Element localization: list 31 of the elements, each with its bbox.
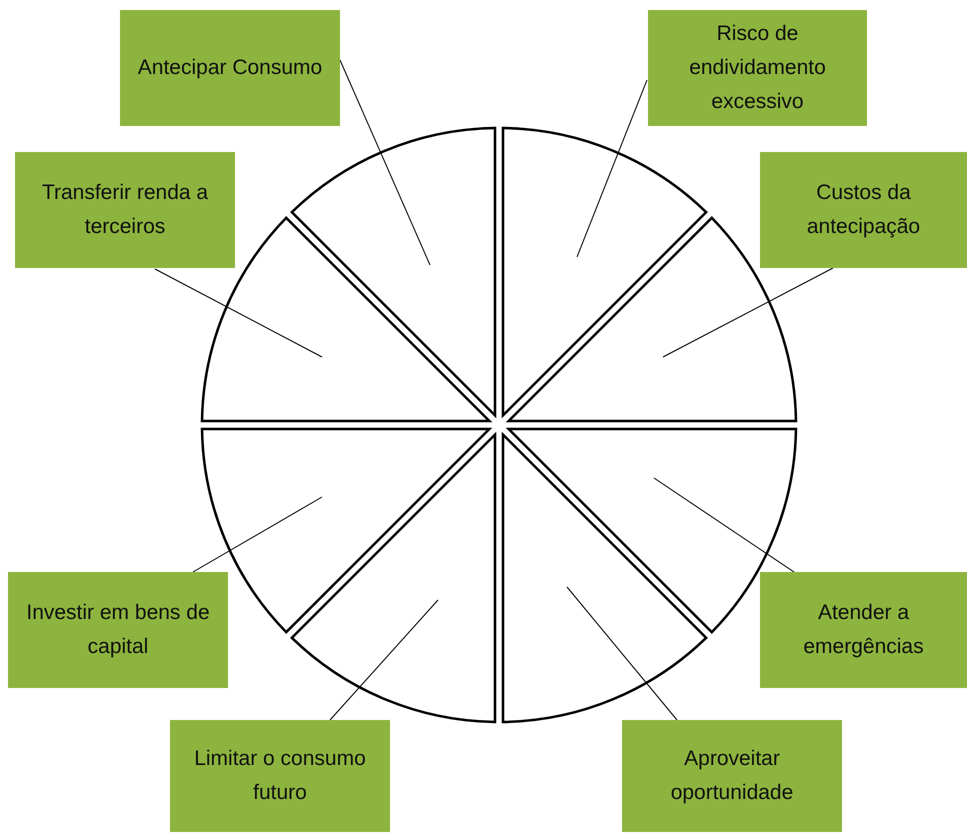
leader-line <box>340 60 430 266</box>
leader-line <box>662 268 834 358</box>
label-box <box>622 720 842 832</box>
box-label: Antecipar Consumo <box>138 55 322 81</box>
box-label: Custos da antecipação <box>806 180 922 240</box>
leader-line <box>576 80 648 258</box>
label-box <box>760 572 967 688</box>
box-label: Transferir renda a terceiros <box>40 180 210 240</box>
leader-line <box>192 496 322 572</box>
label-box <box>648 10 867 126</box>
pie-wedge <box>290 126 496 417</box>
box-label: Limitar o consumo futuro <box>193 746 367 806</box>
leader-line <box>566 586 678 720</box>
leader-line <box>154 268 322 358</box>
box-label: Investir em bens de capital <box>25 600 211 660</box>
label-box <box>8 572 228 688</box>
pie-wedge <box>200 216 491 422</box>
label-box <box>170 720 390 832</box>
box-label: Aproveitar oportunidade <box>670 746 794 806</box>
box-label: Atender a emergências <box>802 600 925 660</box>
leader-line <box>654 478 798 574</box>
pie-wedge <box>502 126 708 417</box>
pie-wedge <box>507 216 798 422</box>
pie-wedge <box>290 433 496 724</box>
pie-wedge <box>502 433 708 724</box>
label-box <box>120 10 340 126</box>
label-box <box>15 152 235 268</box>
leader-line <box>330 600 438 720</box>
box-label: Risco de endividamento excessivo <box>688 21 827 115</box>
label-box <box>760 152 967 268</box>
pie-wedge <box>507 428 798 634</box>
